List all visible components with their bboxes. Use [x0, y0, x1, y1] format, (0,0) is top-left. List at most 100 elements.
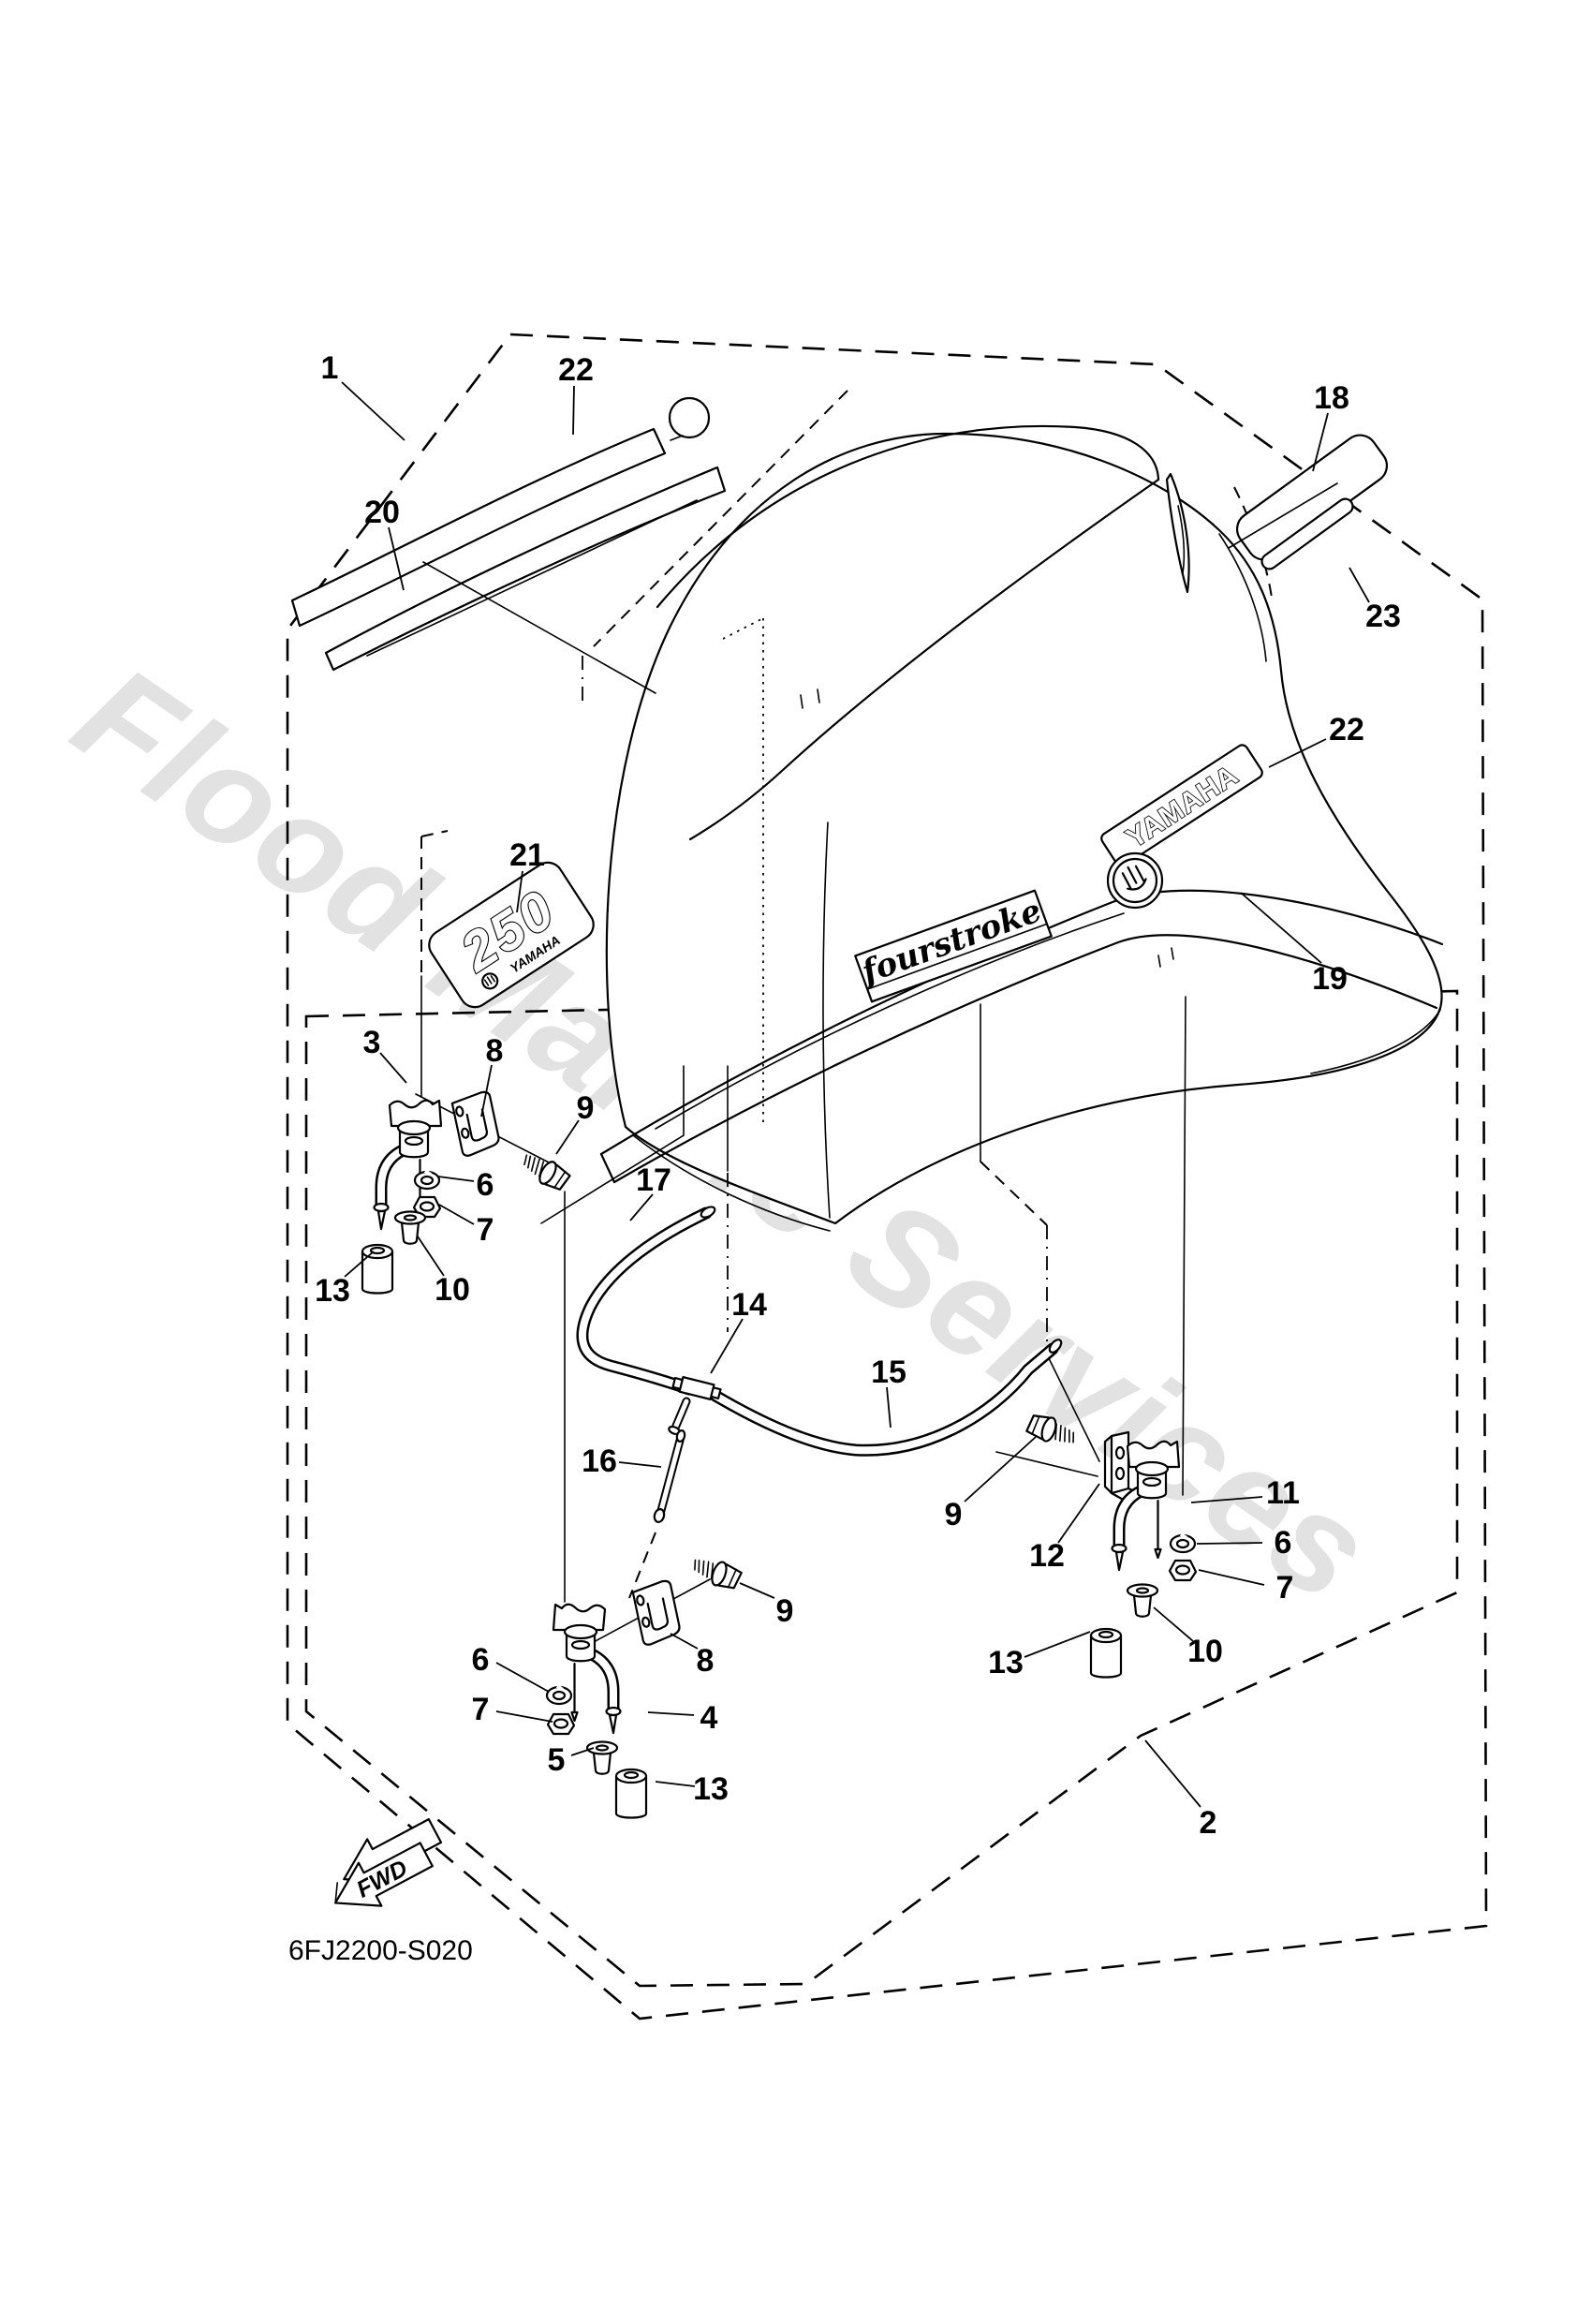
- callout-leader: [1144, 1739, 1201, 1808]
- model-250-decal: 250 YAMAHA: [428, 861, 595, 1009]
- callout-leader: [655, 1781, 696, 1787]
- bolt: [517, 1147, 573, 1195]
- nut: [1168, 1559, 1198, 1582]
- callout-number: 21: [509, 837, 545, 873]
- callout-leader: [516, 870, 523, 913]
- callout-number: 23: [1365, 599, 1401, 634]
- callout-leader: [572, 385, 575, 436]
- callout-leader: [647, 1711, 695, 1716]
- callout-leader: [570, 1747, 595, 1756]
- callout-leader: [437, 1176, 475, 1182]
- nut: [546, 1712, 576, 1736]
- callout-number: 17: [636, 1162, 671, 1198]
- callout-leader: [388, 526, 405, 591]
- washer: [1169, 1532, 1197, 1554]
- callout-leader: [739, 1582, 775, 1599]
- callout-leader: [1057, 1483, 1100, 1544]
- grommet: [585, 1740, 619, 1775]
- callout-number: 8: [486, 1033, 504, 1069]
- latch-cluster-left: [361, 1089, 573, 1295]
- t-connector: [671, 1376, 722, 1400]
- callout-number: 7: [477, 1212, 494, 1248]
- callout-number: 19: [1312, 961, 1348, 997]
- callout-number: 4: [700, 1700, 718, 1736]
- damper: [361, 1243, 394, 1295]
- drawing-code: 6FJ2200-S020: [288, 1935, 473, 1966]
- callout-leader: [341, 381, 405, 441]
- callout-number: 10: [1187, 1634, 1223, 1669]
- callout-number: 13: [693, 1771, 729, 1807]
- breather-hoses: [576, 1206, 1063, 1599]
- callout-number: 6: [472, 1642, 490, 1678]
- callout-leader: [495, 1710, 553, 1723]
- cowl-top-seam: [656, 424, 1160, 609]
- callout-leader: [555, 1119, 580, 1155]
- callout-number: 13: [315, 1273, 350, 1309]
- hose15-end: [1048, 1339, 1063, 1354]
- grommet: [393, 1210, 427, 1245]
- callout-leader: [629, 1193, 654, 1221]
- yamaha-decal: YAMAHA: [1100, 744, 1263, 910]
- callout-number: 13: [988, 1645, 1024, 1680]
- callout-number: 22: [558, 352, 594, 388]
- front-seam: [822, 822, 831, 1219]
- callout-number: 6: [477, 1167, 494, 1203]
- rear-rim-line: [1310, 1009, 1441, 1074]
- damper: [614, 1768, 648, 1819]
- callout-leader: [495, 1662, 550, 1693]
- callout-number: 22: [1329, 712, 1364, 748]
- callout-number: 2: [1200, 1805, 1217, 1841]
- callout-number: 11: [1266, 1475, 1300, 1511]
- callout-leader: [1153, 1606, 1194, 1642]
- callout-leader: [1312, 412, 1329, 472]
- callout-leader: [344, 1251, 375, 1278]
- callout-number: 7: [1276, 1570, 1294, 1606]
- callout-leader: [1268, 738, 1327, 768]
- callout-leader: [1024, 1631, 1091, 1658]
- callout-number: 15: [871, 1354, 906, 1390]
- callout-leader: [438, 1204, 475, 1225]
- hose17-end: [700, 1206, 716, 1219]
- callout-number: 1: [321, 350, 339, 386]
- washer: [545, 1684, 573, 1706]
- callout-leader: [670, 1633, 699, 1650]
- callout-leader: [480, 1064, 493, 1118]
- callout-leader: [417, 1236, 445, 1277]
- callout-leader: [1190, 1496, 1263, 1503]
- tuning-fork-logo: [1106, 851, 1164, 910]
- callout-leader: [1349, 567, 1370, 603]
- callout-leader: [886, 1386, 892, 1428]
- callout-number: 10: [435, 1272, 470, 1308]
- damper: [1089, 1627, 1123, 1679]
- grommet: [1126, 1583, 1159, 1618]
- callout-number: 6: [1275, 1525, 1292, 1561]
- callout-leader: [1198, 1569, 1265, 1586]
- callout-number: 8: [697, 1643, 715, 1679]
- callout-number: 20: [364, 495, 400, 530]
- callout-leader: [1196, 1542, 1263, 1545]
- callout-number: 18: [1314, 380, 1349, 416]
- callout-number: 9: [776, 1593, 794, 1629]
- callout-number: 3: [363, 1025, 381, 1060]
- callout-leader: [710, 1318, 744, 1374]
- top-cowling-kit-boundary: [286, 333, 1488, 2021]
- top-cowling: [605, 424, 1443, 1232]
- fitting-kit-boundary: [304, 989, 1459, 1988]
- callout-leader: [1240, 892, 1322, 964]
- hook-bracket: [450, 1089, 503, 1158]
- callout-number: 12: [1029, 1538, 1065, 1574]
- callout-number: 9: [577, 1090, 595, 1126]
- callout-number: 16: [582, 1443, 617, 1479]
- callout-leader: [379, 1052, 407, 1084]
- fwd-arrow: FWD: [333, 1818, 443, 1907]
- callout-number: 9: [945, 1497, 963, 1532]
- moulding-strips: [290, 396, 727, 672]
- callout-leader: [618, 1461, 662, 1468]
- callout-number: 5: [548, 1742, 566, 1778]
- side-plates: [1228, 434, 1389, 570]
- callout-number: 7: [472, 1692, 490, 1727]
- callout-leader: [964, 1436, 1037, 1502]
